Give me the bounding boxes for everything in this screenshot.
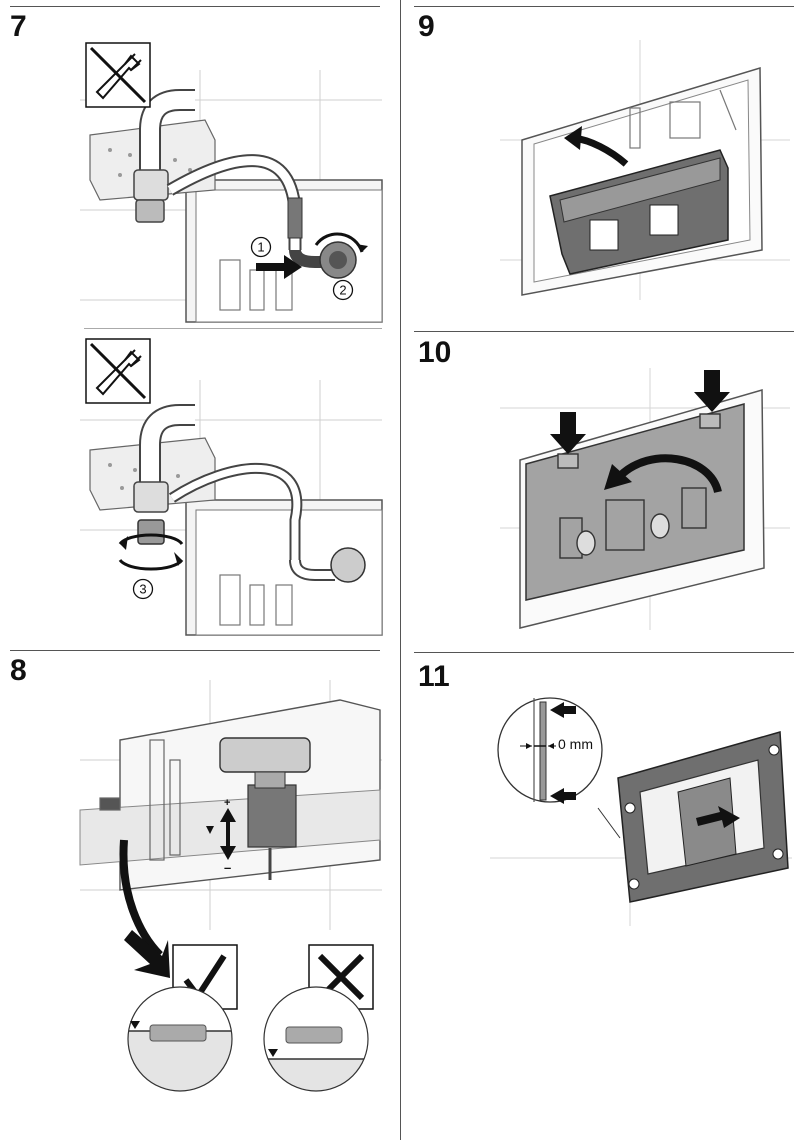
no-pipe-wrench-icon-2 [85,338,151,404]
step11-rule [414,652,794,653]
top-rule-right [414,6,794,7]
column-divider [400,0,401,1140]
callout-3: 3 [132,578,154,600]
gap-label: 0 mm [558,736,593,752]
callout-1-label: 1 [257,240,264,255]
step7-divider [84,328,382,329]
step10-rule [414,331,794,332]
step8-rule [10,650,380,651]
no-pipe-wrench-icon [85,42,151,108]
step9-illustration-remove-cover [500,40,790,300]
svg-text:+: + [224,797,230,809]
step-number-9: 9 [418,10,435,43]
step10-illustration-insert-plate [500,368,790,630]
step8-illustration-fill-valve: + – [79,680,382,958]
incorrect-level-detail [263,986,369,1092]
callout-3-label: 3 [139,582,146,597]
step7-illustration-tighten-nut [80,380,383,636]
step7-illustration-connect-hose [80,70,383,323]
step-number-8: 8 [10,654,27,687]
step8-big-arrow [124,930,170,978]
top-rule-left [10,6,380,7]
push-arrow [256,255,302,279]
callout-2-label: 2 [339,283,346,298]
step-number-11: 11 [418,660,450,693]
step-number-10: 10 [418,336,452,369]
correct-level-detail [127,986,233,1092]
svg-text:–: – [224,860,231,875]
callout-2: 2 [332,279,354,301]
cross-mark-icon [308,944,374,1010]
callout-1: 1 [250,236,272,258]
step11-illustration-flush-check [490,697,792,926]
step-number-7: 7 [10,10,27,43]
